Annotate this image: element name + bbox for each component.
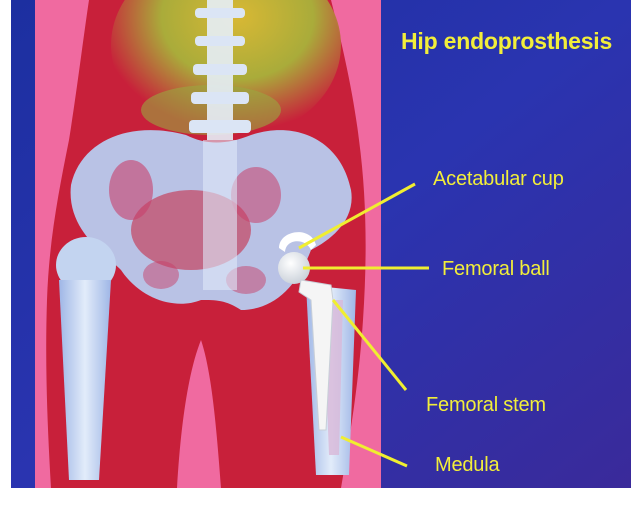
xray-slide: Hip endoprosthesis Acetabular cup Femora… [11, 0, 631, 488]
femoral-ball-label: Femoral ball [442, 258, 550, 281]
femoral-stem-label: Femoral stem [426, 394, 546, 417]
acetabular-cup-label: Acetabular cup [433, 168, 564, 191]
slide-title: Hip endoprosthesis [401, 28, 612, 55]
medula-label: Medula [435, 454, 499, 477]
